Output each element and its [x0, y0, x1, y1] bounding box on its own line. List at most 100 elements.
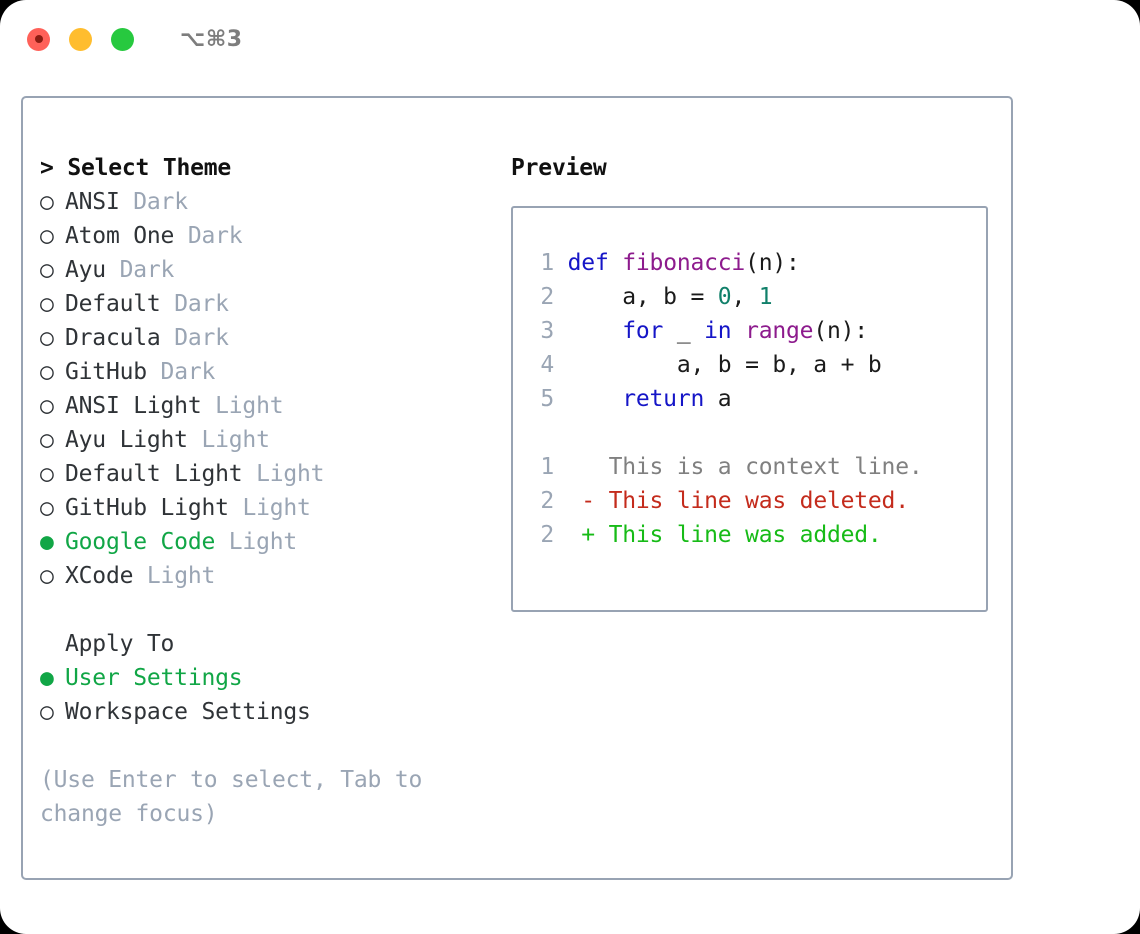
radio-unselected-icon: ○: [40, 325, 54, 351]
theme-option-label: ANSI Light: [65, 393, 202, 419]
code-token-num: 1: [758, 284, 773, 310]
radio-unselected-icon: ○: [40, 461, 54, 487]
code-token-pl: ,: [731, 284, 759, 310]
code-line: 3 for _ in range(n):: [525, 314, 986, 348]
radio-unselected-icon: ○: [40, 427, 54, 453]
radio-unselected-icon: ○: [40, 291, 54, 317]
code-token-pl: _: [663, 318, 705, 344]
theme-option-variant-tag: Dark: [160, 359, 216, 385]
theme-option-variant-tag: Dark: [174, 291, 229, 317]
diff-marker: +: [581, 522, 595, 548]
diff-line-del: 2 - This line was deleted.: [525, 484, 986, 518]
line-number: 1: [540, 250, 554, 276]
label-spacer: [242, 461, 256, 487]
radio-unselected-icon: ○: [40, 393, 54, 419]
code-line: 2 a, b = 0, 1: [525, 280, 986, 314]
theme-option-variant-tag: Light: [201, 427, 270, 453]
diff-line-text: This line was added.: [608, 522, 882, 548]
code-token-pl: [731, 318, 745, 344]
theme-option-variant-tag: Light: [146, 563, 216, 589]
marker-spacer: [595, 488, 609, 514]
line-number: 2: [540, 522, 554, 548]
marker-spacer: [595, 454, 609, 480]
main-panel: > Select Theme ○ANSI Dark○Atom One Dark○…: [21, 96, 1013, 880]
radio-unselected-icon: ○: [40, 223, 54, 249]
prompt-caret-icon: >: [40, 155, 54, 181]
keyboard-shortcut-label: ⌥⌘3: [180, 26, 243, 52]
theme-option-ansi-light[interactable]: ○ANSI Light Light: [40, 389, 503, 423]
code-token-kw: for: [567, 318, 664, 344]
code-token-pl: a, b =: [567, 284, 718, 310]
gutter-spacer: [554, 318, 568, 344]
line-number: 4: [540, 352, 554, 378]
theme-option-ayu[interactable]: ○ Ayu Dark: [40, 253, 503, 287]
radio-unselected-icon: ○: [40, 699, 54, 725]
theme-option-label: Google Code: [65, 529, 216, 555]
radio-selected-icon: ●: [40, 665, 54, 691]
gutter-spacer: [554, 284, 568, 310]
minimize-button[interactable]: [69, 27, 92, 51]
theme-option-label: XCode: [65, 563, 134, 589]
gutter-spacer: [554, 454, 581, 480]
code-token-fn: range: [745, 318, 814, 344]
close-button[interactable]: [27, 27, 50, 51]
label-spacer: [133, 563, 147, 589]
theme-option-atom-one[interactable]: ○Atom One Dark: [40, 219, 503, 253]
gutter-spacer: [554, 250, 568, 276]
theme-option-variant-tag: Dark: [133, 189, 188, 215]
label-spacer: [201, 393, 215, 419]
theme-list: ○ANSI Dark○Atom One Dark○Ayu Dark○Defaul…: [40, 185, 503, 593]
code-token-pl: (n):: [745, 250, 800, 276]
preview-heading: Preview: [511, 155, 607, 181]
theme-option-dracula[interactable]: ○Dracula Dark: [40, 321, 503, 355]
select-theme-title: Select Theme: [67, 155, 232, 181]
section-spacer: [40, 593, 503, 627]
line-number: 1: [540, 454, 554, 480]
radio-unselected-icon: ○: [40, 359, 54, 385]
keyboard-hint-text: (Use Enter to select, Tab to change focu…: [40, 767, 436, 827]
radio-selected-icon: ●: [40, 529, 54, 555]
code-token-pl: a: [704, 386, 732, 412]
theme-option-github-light[interactable]: ○GitHub Light Light: [40, 491, 503, 525]
gutter-spacer: [554, 488, 581, 514]
theme-option-label: Ayu: [65, 257, 106, 283]
diff-sample: 1 This is a context line.2 - This line w…: [525, 450, 986, 552]
theme-picker-pane: > Select Theme ○ANSI Dark○Atom One Dark○…: [23, 98, 503, 878]
theme-option-variant-tag: Dark: [119, 257, 175, 283]
select-theme-heading: > Select Theme: [40, 151, 503, 185]
gutter-spacer: [554, 386, 568, 412]
theme-option-google-code[interactable]: ●Google Code Light: [40, 525, 503, 559]
label-spacer: [174, 223, 188, 249]
diff-line-ctx: 1 This is a context line.: [525, 450, 986, 484]
label-spacer: [161, 325, 175, 351]
theme-option-label: ANSI: [65, 189, 120, 215]
apply-to-option-label: Workspace Settings: [65, 699, 311, 725]
radio-unselected-icon: ○: [40, 495, 54, 521]
radio-unselected-icon: ○: [40, 189, 54, 215]
theme-option-label: GitHub Light: [65, 495, 229, 521]
apply-to-list: ●User Settings ○ Workspace Settings: [40, 661, 503, 729]
zoom-button[interactable]: [111, 27, 134, 51]
line-number: 5: [540, 386, 554, 412]
code-token-pl: a, b = b, a + b: [567, 352, 882, 378]
theme-option-variant-tag: Dark: [174, 325, 229, 351]
apply-to-option-workspace-settings[interactable]: ○ Workspace Settings: [40, 695, 503, 729]
label-spacer: [215, 529, 229, 555]
theme-option-xcode[interactable]: ○ XCode Light: [40, 559, 503, 593]
theme-option-default[interactable]: ○Default Dark: [40, 287, 503, 321]
radio-unselected-icon: ○: [40, 257, 54, 283]
theme-option-ansi[interactable]: ○ ANSI Dark: [40, 185, 503, 219]
code-token-fn: fibonacci: [622, 250, 746, 276]
line-number: 3: [540, 318, 554, 344]
theme-option-default-light[interactable]: ○Default Light Light: [40, 457, 503, 491]
radio-unselected-icon: ○: [40, 563, 54, 589]
code-token-kw: def: [567, 250, 623, 276]
theme-option-variant-tag: Light: [256, 461, 325, 487]
label-spacer: [161, 291, 175, 317]
diff-line-text: This is a context line.: [608, 454, 923, 480]
code-token-kw: in: [704, 318, 732, 344]
theme-option-label: GitHub: [65, 359, 147, 385]
apply-to-option-user-settings[interactable]: ●User Settings: [40, 661, 503, 695]
theme-option-ayu-light[interactable]: ○Ayu Light Light: [40, 423, 503, 457]
theme-option-github[interactable]: ○ GitHub Dark: [40, 355, 503, 389]
